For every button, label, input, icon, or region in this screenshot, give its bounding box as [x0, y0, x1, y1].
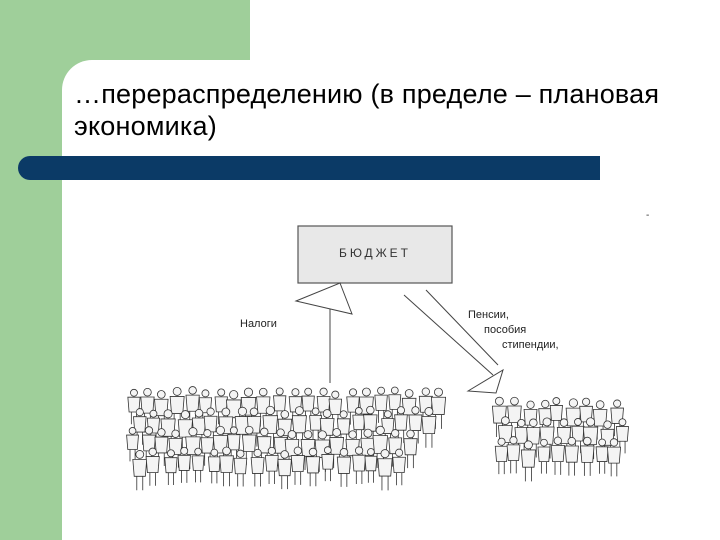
- budget-flow-illustration: [126, 225, 629, 491]
- person-figure: [233, 449, 248, 487]
- person-figure: [207, 448, 221, 484]
- benefits-arrow: [403, 289, 504, 394]
- person-figure: [145, 447, 160, 486]
- person-figure: [219, 446, 234, 487]
- person-figure: [520, 440, 536, 482]
- slide-title: …перераспределению (в пределе – плановая…: [74, 79, 660, 141]
- person-figure: [377, 449, 393, 491]
- person-figure: [580, 436, 595, 476]
- person-figure: [256, 387, 271, 427]
- person-figure: [191, 447, 205, 483]
- person-figure: [595, 438, 609, 474]
- person-figure: [132, 450, 148, 491]
- crowd-right: [491, 396, 629, 482]
- person-figure: [372, 425, 389, 468]
- person-figure: [200, 429, 215, 466]
- person-figure: [421, 407, 437, 448]
- person-figure: [374, 386, 388, 423]
- person-figure: [352, 446, 367, 485]
- person-figure: [133, 408, 147, 445]
- person-figure: [408, 406, 423, 444]
- person-figure: [290, 446, 305, 485]
- person-figure: [336, 448, 352, 487]
- person-figure: [241, 425, 257, 466]
- pensions-line-2: пособия: [484, 324, 527, 336]
- person-figure: [352, 407, 366, 442]
- title-underline-bar: [18, 156, 600, 180]
- person-figure: [392, 448, 406, 486]
- person-figure: [606, 438, 622, 477]
- person-figure: [615, 418, 629, 454]
- person-figure: [537, 438, 551, 474]
- person-figure: [140, 388, 155, 427]
- dash-mark: -: [646, 210, 650, 221]
- budget-label: БЮДЖЕТ: [338, 246, 411, 260]
- person-figure: [273, 387, 287, 424]
- pensions-label: Пенсии, пособия стипендии,: [468, 308, 578, 353]
- person-figure: [264, 446, 279, 484]
- taxes-arrow: [294, 282, 353, 383]
- person-figure: [164, 449, 178, 486]
- person-figure: [305, 447, 321, 487]
- person-figure: [550, 436, 565, 475]
- budget-box: [297, 225, 453, 284]
- crowd-left: [126, 386, 447, 491]
- person-figure: [126, 427, 139, 462]
- pensions-line-3: стипендии,: [502, 339, 559, 351]
- person-figure: [564, 436, 579, 476]
- person-figure: [363, 405, 378, 445]
- person-figure: [277, 450, 292, 490]
- person-figure: [250, 448, 265, 487]
- person-figure: [321, 446, 335, 482]
- person-figure: [494, 437, 509, 475]
- person-figure: [364, 448, 378, 483]
- person-figure: [227, 426, 241, 463]
- person-figure: [257, 427, 272, 467]
- person-figure: [316, 387, 331, 425]
- pensions-line-1: Пенсии,: [468, 309, 509, 321]
- taxes-label: Налоги: [240, 318, 277, 330]
- person-figure: [506, 436, 521, 474]
- person-figure: [309, 407, 323, 443]
- person-figure: [403, 429, 418, 469]
- person-figure: [430, 387, 447, 429]
- person-figure: [169, 386, 185, 428]
- person-figure: [177, 446, 191, 483]
